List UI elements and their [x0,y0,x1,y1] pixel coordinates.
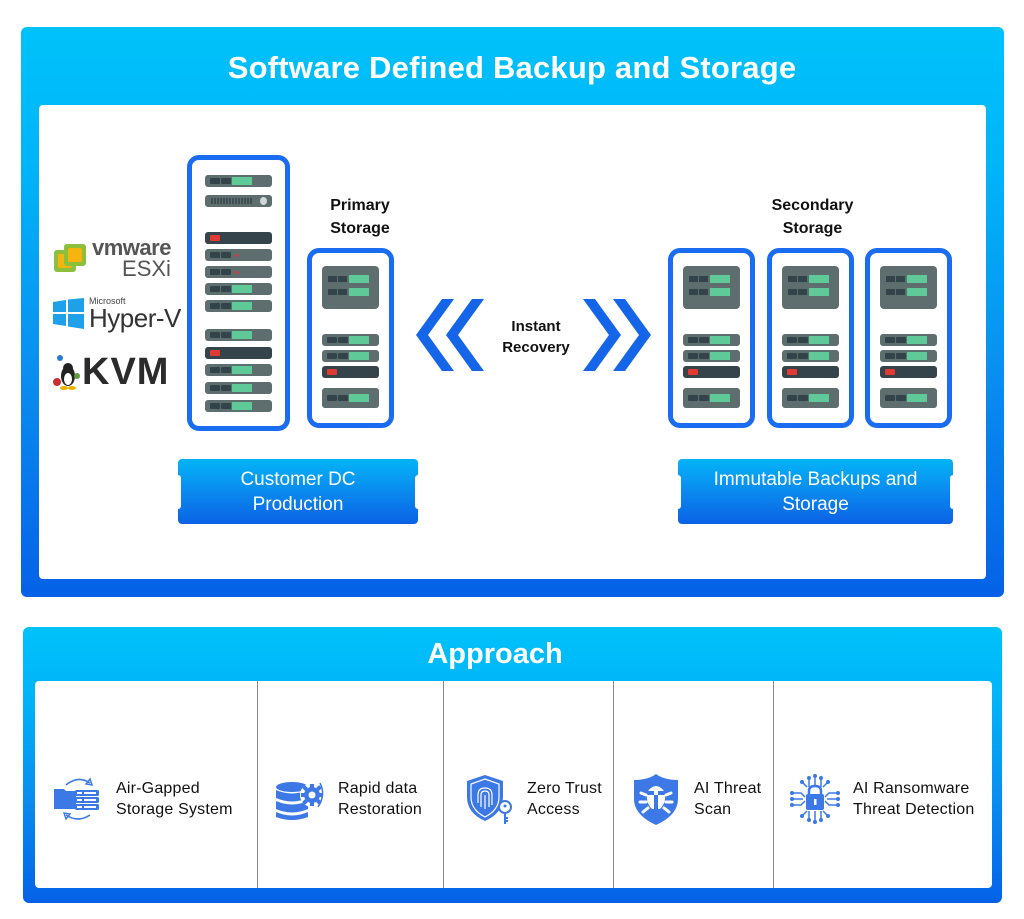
server-unit [782,388,839,408]
server-unit [683,388,740,408]
server-unit-alert [205,232,272,244]
windows-logo-icon [53,298,84,329]
server-unit [205,175,272,187]
secondary-storage-line-1: Secondary [771,197,854,214]
hyper-v-product: Hyper-V [89,303,181,333]
secondary-storage-rack [767,248,854,428]
hyper-v-logo: Microsoft Hyper-V [53,296,181,333]
tag-line-1: Customer DC [240,468,356,490]
production-server-rack [187,155,290,431]
instant-recovery-line-1: Instant [511,318,561,335]
tag-line-2: Production [252,493,344,515]
tag-line-2: Storage [782,493,849,515]
instant-recovery-label: Instant Recovery [486,316,586,358]
server-unit-alert [782,366,839,378]
kvm-brand: KVM [82,351,170,393]
circuit-lock-icon [790,774,840,824]
approach-item-label: Rapid data Restoration [338,780,423,818]
secondary-storage-label: Secondary Storage [755,194,870,240]
server-unit [205,382,272,394]
primary-storage-label: Primary Storage [310,194,410,240]
approach-item-zero-trust: Zero Trust Access [443,681,614,888]
server-unit [205,266,272,278]
customer-dc-production-tag: Customer DC Production [175,459,421,524]
approach-title: Approach [427,638,563,670]
server-unit [880,334,937,346]
server-unit [205,195,272,207]
server-unit [205,329,272,341]
kvm-logo: KVM [52,352,169,392]
server-unit [880,388,937,408]
approach-item-ai-threat-scan: AI Threat Scan [613,681,774,888]
server-unit [205,400,272,412]
microsoft-brand: Microsoft [89,296,126,306]
diagram-title: Software Defined Backup and Storage [227,50,797,85]
vmware-logo-icon [54,244,86,272]
primary-storage-rack [307,248,394,428]
server-unit-alert [205,347,272,359]
secondary-storage-line-2: Storage [782,220,843,237]
server-unit [683,334,740,346]
server-unit [782,350,839,362]
air-gap-server-sync-icon [54,777,99,821]
approach-item-air-gapped: Air-Gapped Storage System [35,681,258,888]
secondary-storage-rack [668,248,755,428]
server-unit [880,350,937,362]
immutable-backups-tag: Immutable Backups and Storage [675,459,956,524]
server-unit [205,364,272,376]
esxi-product: ESXi [122,256,171,281]
server-unit [205,249,272,261]
primary-storage-line-2: Storage [330,220,390,237]
storage-array [880,266,937,309]
server-unit [205,300,272,312]
vmware-brand: vmware [92,235,171,260]
approach-item-label: Zero Trust Access [527,780,602,818]
storage-array [683,266,740,309]
approach-item-label: Air-Gapped Storage System [116,780,233,818]
secondary-storage-rack [865,248,952,428]
shield-fingerprint-key-icon [467,775,512,824]
server-unit [205,283,272,295]
server-unit [683,350,740,362]
chevron-left-double-icon [416,299,484,371]
tag-line-1: Immutable Backups and [713,468,918,490]
server-unit [322,334,379,346]
database-gear-icon [276,782,324,820]
server-unit [322,388,379,408]
tux-penguin-icon [53,355,80,390]
storage-array [782,266,839,309]
approach-item-label: AI Threat Scan [694,780,762,818]
server-unit-alert [880,366,937,378]
approach-item-ai-ransomware: AI Ransomware Threat Detection [773,681,992,888]
storage-array [322,266,379,309]
instant-recovery-line-2: Recovery [502,339,570,356]
vmware-esxi-logo: vmware ESXi [52,235,171,281]
approach-item-rapid-restoration: Rapid data Restoration [257,681,444,888]
shield-bug-icon [634,774,678,825]
primary-storage-line-1: Primary [330,197,390,214]
approach-grid [35,681,992,888]
approach-item-label: AI Ransomware Threat Detection [853,780,975,818]
server-unit-alert [322,366,379,378]
chevron-right-double-icon [583,299,651,371]
server-unit-alert [683,366,740,378]
server-unit [322,350,379,362]
server-unit [782,334,839,346]
